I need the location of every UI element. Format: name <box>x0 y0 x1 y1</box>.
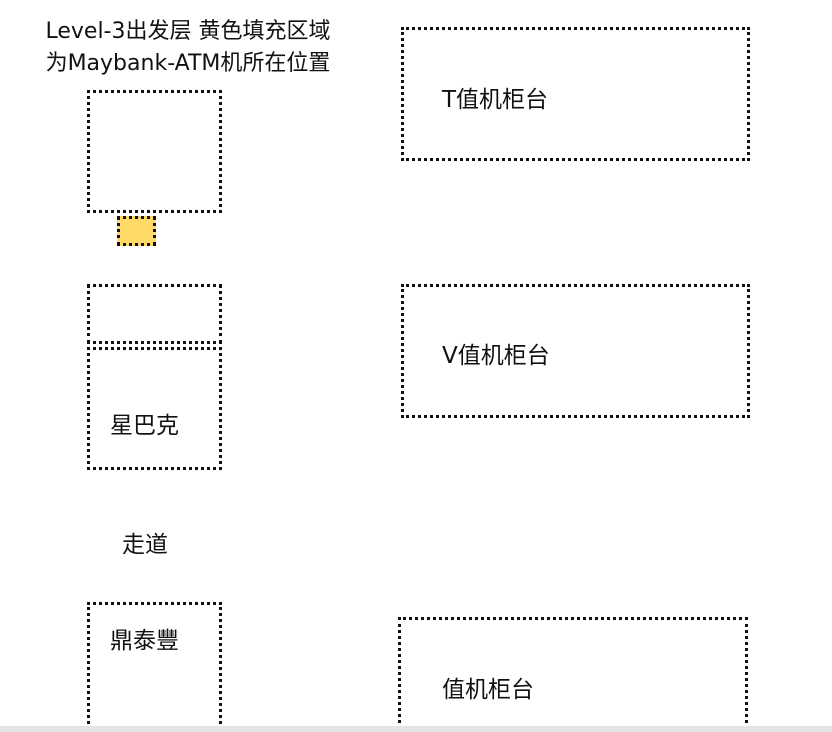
v-checkin-counter-label: V值机柜台 <box>442 343 550 369</box>
title-line-2: 为Maybank-ATM机所在位置 <box>45 51 331 76</box>
walkway-label: 走道 <box>122 532 168 558</box>
checkin-counter-label: 值机柜台 <box>442 677 534 703</box>
din-tai-fung-label: 鼎泰豐 <box>110 628 179 654</box>
maybank-atm-location <box>117 216 156 246</box>
starbucks-area <box>87 347 222 470</box>
t-checkin-counter-label: T值机柜台 <box>442 87 549 113</box>
bottom-scroll-strip <box>0 726 832 732</box>
unlabeled-area-middle <box>87 284 222 344</box>
title-line-1: Level-3出发层 黄色填充区域 <box>45 19 331 44</box>
v-checkin-counter-area <box>401 284 750 418</box>
starbucks-label: 星巴克 <box>110 413 179 439</box>
unlabeled-area-top <box>87 90 222 213</box>
diagram-title: Level-3出发层 黄色填充区域 为Maybank-ATM机所在位置 <box>10 16 366 80</box>
t-checkin-counter-area <box>401 27 750 161</box>
